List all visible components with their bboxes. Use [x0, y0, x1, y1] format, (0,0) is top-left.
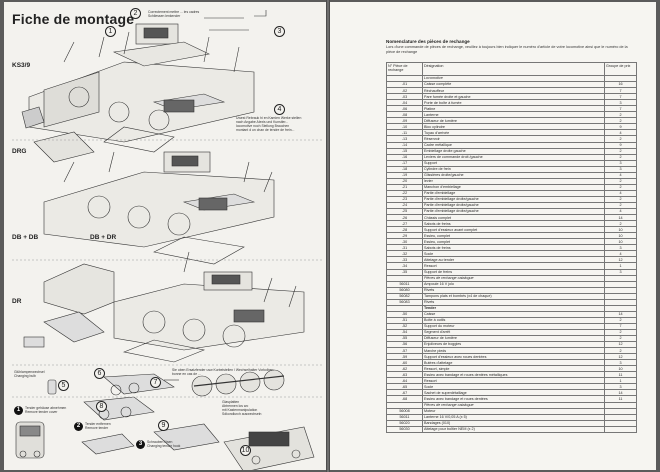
- loco-explode-1: [21, 23, 255, 163]
- loco-explode-3: [23, 251, 305, 363]
- section-label-5: DR: [12, 298, 22, 305]
- page-title: Fiche de montage: [12, 11, 135, 27]
- parts-list-intro: Lors d'une commande de pièces de rechang…: [386, 45, 628, 54]
- step-8: 8: [96, 401, 107, 412]
- step-2: 2: [130, 8, 141, 19]
- step-4: 4: [274, 104, 285, 115]
- step-9: 9: [158, 420, 169, 431]
- section-label-2: DRG: [12, 148, 27, 155]
- note-b2: Tender entfernen Remove tender: [85, 422, 111, 430]
- part-number-cell: 56030: [386, 425, 423, 433]
- bullet-2: 2: [74, 422, 83, 431]
- step-5: 5: [58, 380, 69, 391]
- parts-list-page: Nomenclature des pièces de rechange Lors…: [330, 2, 656, 470]
- assembly-page: Fiche de montage: [4, 2, 326, 470]
- section-label-4: DB + DR: [90, 234, 117, 241]
- price-group-cell: [604, 425, 637, 433]
- step-6: 6: [94, 368, 105, 379]
- column-header-designation: Désignation: [422, 62, 605, 76]
- step-1: 1: [105, 26, 116, 37]
- note-top: Correctement mettre ... les cadres Schli…: [148, 10, 200, 18]
- section-label-1: KS3/9: [12, 62, 31, 69]
- step-10: 10: [240, 445, 251, 456]
- bullet-1: 1: [14, 406, 23, 415]
- note-bulb: Glühlampenwechsel Changing bulb: [14, 370, 45, 378]
- section-label-3: DB + DB: [12, 234, 39, 241]
- designation-cell: Attelage pour boîtier NEM (x 2): [422, 425, 605, 433]
- loco-explode-2: [43, 151, 275, 265]
- exploded-diagram: [12, 10, 322, 470]
- note-spring: Sie oben Ersatzfender usw Kurbelstellen …: [172, 368, 274, 376]
- parts-list-title: Nomenclature des pièces de rechange: [386, 39, 470, 44]
- column-header-price-group: Groupe de prix: [604, 62, 637, 76]
- note-b3: Schrauben lösen Changing tender hook: [147, 440, 181, 448]
- column-header-number: N° Pièce de rechange: [386, 62, 423, 76]
- step-7: 7: [150, 377, 161, 388]
- parts-table: N° Pièce de rechange Désignation Groupe …: [386, 62, 637, 433]
- note-b1: Tender gehäuse abnehmen Remove tender co…: [25, 406, 67, 414]
- bullet-3: 3: [136, 440, 145, 449]
- note-mid-right: Uwest Rebrauk hi en Kamien Werke stellen…: [236, 116, 302, 132]
- step-3: 3: [274, 26, 285, 37]
- note-b4: Glasplatten Abtrennen los wo mit Kastenm…: [222, 400, 262, 416]
- page-fold: [326, 0, 330, 472]
